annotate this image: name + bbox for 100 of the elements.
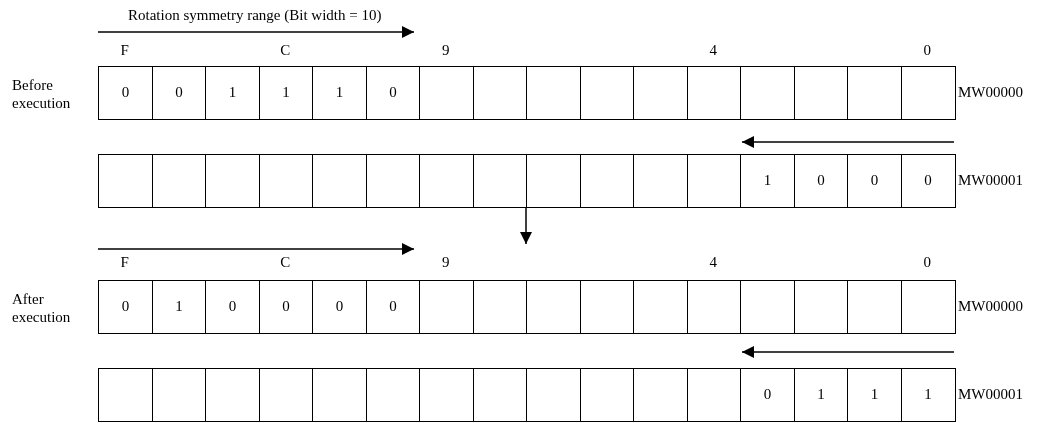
bit-cell <box>633 154 688 208</box>
register-name: MW00000 <box>958 83 1023 101</box>
bit-cell <box>847 280 902 334</box>
bit-cell <box>793 280 849 334</box>
bit-number: 9 <box>442 41 450 59</box>
bit-cell <box>312 368 367 422</box>
bit-value: 1 <box>817 386 825 404</box>
bit-cell <box>740 368 795 422</box>
bit-value: 1 <box>228 84 237 102</box>
bit-cell <box>686 66 742 120</box>
bit-cell <box>98 66 153 120</box>
bit-cell <box>740 154 795 208</box>
bit-value: 1 <box>763 172 772 190</box>
bit-cell <box>419 66 474 120</box>
register-name: MW00001 <box>958 171 1023 189</box>
bit-cell <box>793 66 849 120</box>
bit-cell <box>419 154 474 208</box>
bit-cell <box>793 154 849 208</box>
bit-number: 9 <box>442 253 450 271</box>
bit-number: 0 <box>923 253 931 271</box>
bit-cell <box>740 280 795 334</box>
bit-number: F <box>120 253 129 271</box>
bit-value: 1 <box>335 84 344 102</box>
bit-cell <box>365 154 421 208</box>
bit-value: 1 <box>282 84 290 102</box>
bit-cell <box>258 368 314 422</box>
bit-cell <box>151 280 207 334</box>
bit-cell <box>900 154 956 208</box>
bit-value: 1 <box>870 386 879 404</box>
bit-number: 4 <box>709 41 717 59</box>
bit-cell <box>365 280 421 334</box>
bit-cell <box>151 66 207 120</box>
register-name: MW00000 <box>958 297 1023 315</box>
range-label: Rotation symmetry range (Bit width = 10) <box>128 6 382 24</box>
bit-cell <box>847 66 902 120</box>
bit-cell <box>419 280 474 334</box>
bit-cell <box>258 280 314 334</box>
bit-number: F <box>120 41 129 59</box>
bit-value: 1 <box>175 298 183 316</box>
bit-value: 0 <box>335 298 344 316</box>
bit-cell <box>258 66 314 120</box>
bit-cell <box>633 368 688 422</box>
bit-value: 0 <box>121 298 130 316</box>
bit-cell <box>98 280 153 334</box>
bit-cell <box>151 368 207 422</box>
bit-cell <box>686 368 742 422</box>
bit-cell <box>847 368 902 422</box>
bit-cell <box>312 280 367 334</box>
bit-cell <box>686 280 742 334</box>
bit-value: 0 <box>228 298 237 316</box>
bit-cell <box>98 368 153 422</box>
bit-cell <box>472 280 528 334</box>
bit-cell <box>579 280 635 334</box>
bit-cell <box>579 368 635 422</box>
bit-cell <box>365 66 421 120</box>
bit-value: 0 <box>870 172 879 190</box>
bit-cell <box>900 280 956 334</box>
bit-value: 0 <box>175 84 183 102</box>
bit-cell <box>205 66 260 120</box>
bit-cell <box>98 154 153 208</box>
bit-cell <box>526 368 581 422</box>
bit-cell <box>419 368 474 422</box>
bit-cell <box>526 154 581 208</box>
bit-value: 0 <box>389 84 397 102</box>
bit-cell <box>633 280 688 334</box>
bit-cell <box>205 280 260 334</box>
bit-cell <box>526 66 581 120</box>
bit-cell <box>579 154 635 208</box>
bit-cell <box>312 66 367 120</box>
bit-cell <box>793 368 849 422</box>
bit-cell <box>365 368 421 422</box>
bit-cell <box>472 154 528 208</box>
bit-number: 0 <box>923 41 931 59</box>
register-name: MW00001 <box>958 385 1023 403</box>
bit-value: 0 <box>817 172 825 190</box>
bit-cell <box>900 368 956 422</box>
bit-value: 0 <box>121 84 130 102</box>
bit-cell <box>579 66 635 120</box>
bit-cell <box>472 66 528 120</box>
state-label: After execution <box>12 290 72 326</box>
bit-cell <box>847 154 902 208</box>
bit-cell <box>740 66 795 120</box>
bit-cell <box>258 154 314 208</box>
bit-cell <box>151 154 207 208</box>
bit-cell <box>686 154 742 208</box>
bit-cell <box>472 368 528 422</box>
bit-cell <box>526 280 581 334</box>
bit-value: 0 <box>389 298 397 316</box>
bit-value: 0 <box>282 298 290 316</box>
bit-number: C <box>280 253 291 271</box>
bit-number: C <box>280 41 291 59</box>
bit-cell <box>312 154 367 208</box>
bit-cell <box>633 66 688 120</box>
bit-value: 0 <box>763 386 772 404</box>
bit-cell <box>900 66 956 120</box>
bit-value: 1 <box>924 386 932 404</box>
bit-value: 0 <box>924 172 932 190</box>
state-label: Before execution <box>12 76 72 112</box>
bit-cell <box>205 154 260 208</box>
bit-number: 4 <box>709 253 717 271</box>
